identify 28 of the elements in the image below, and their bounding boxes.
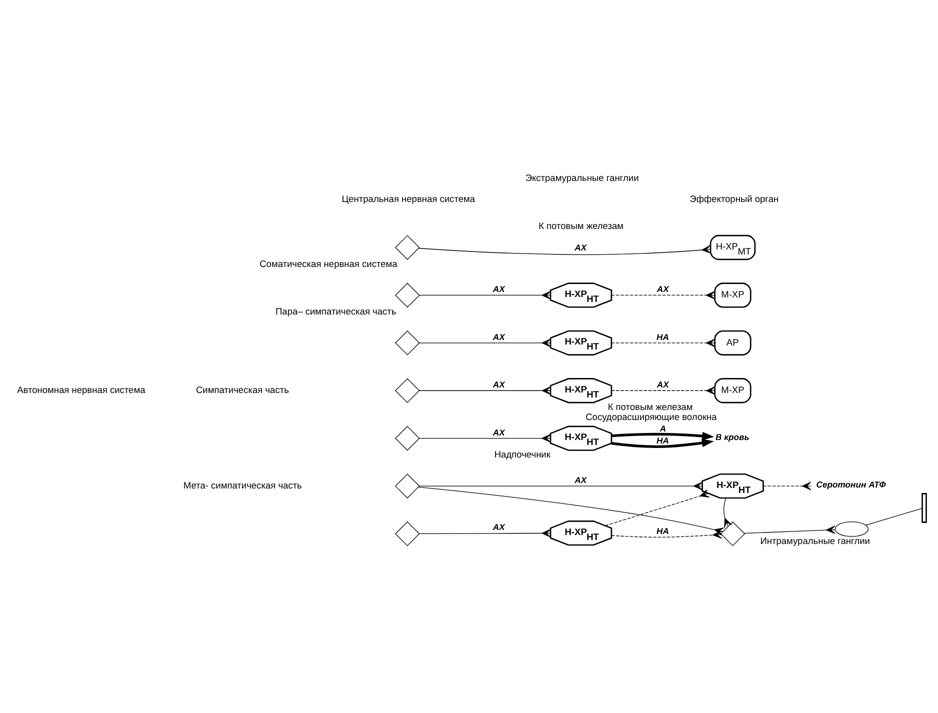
edge-label: АХ — [574, 475, 587, 485]
node-label: Сосудорасширяющие волокна — [586, 412, 717, 422]
node-label: К потовым железам — [608, 402, 693, 412]
label: Мета- симпатическая часть — [183, 480, 302, 490]
node-text: Серотонин АТФ — [816, 480, 886, 490]
node-label: Пара– симпатическая часть — [276, 306, 396, 317]
label: К потовым железам — [538, 220, 624, 231]
label: Центральная нервная система — [342, 194, 476, 204]
edge-label: АХ — [492, 284, 505, 294]
label: Эффекторный орган — [690, 194, 779, 204]
label: Экстрамуральные ганглии — [525, 173, 639, 184]
edge-label: АХ — [656, 380, 669, 390]
edge-label: АХ — [574, 242, 587, 252]
edge-label: АХ — [492, 332, 505, 342]
edge-label: НА — [656, 332, 669, 342]
edge-label: АХ — [492, 522, 505, 532]
edge-label: А — [660, 423, 666, 434]
node-label: Надпочечник — [494, 450, 550, 460]
label: Автономная нервная система — [17, 385, 146, 396]
node-label: Интрамуральные ганглии — [760, 536, 870, 546]
node-label: Соматическая нервная система — [260, 258, 398, 269]
edge-label: НА — [656, 526, 669, 536]
edge-label: АХ — [492, 380, 505, 390]
edge-label: АХ — [656, 284, 669, 294]
edge-label: НА — [656, 435, 669, 446]
edge-label: АХ — [492, 427, 505, 438]
label: Симпатическая часть — [196, 385, 289, 396]
node-text: В кровь — [716, 432, 750, 442]
